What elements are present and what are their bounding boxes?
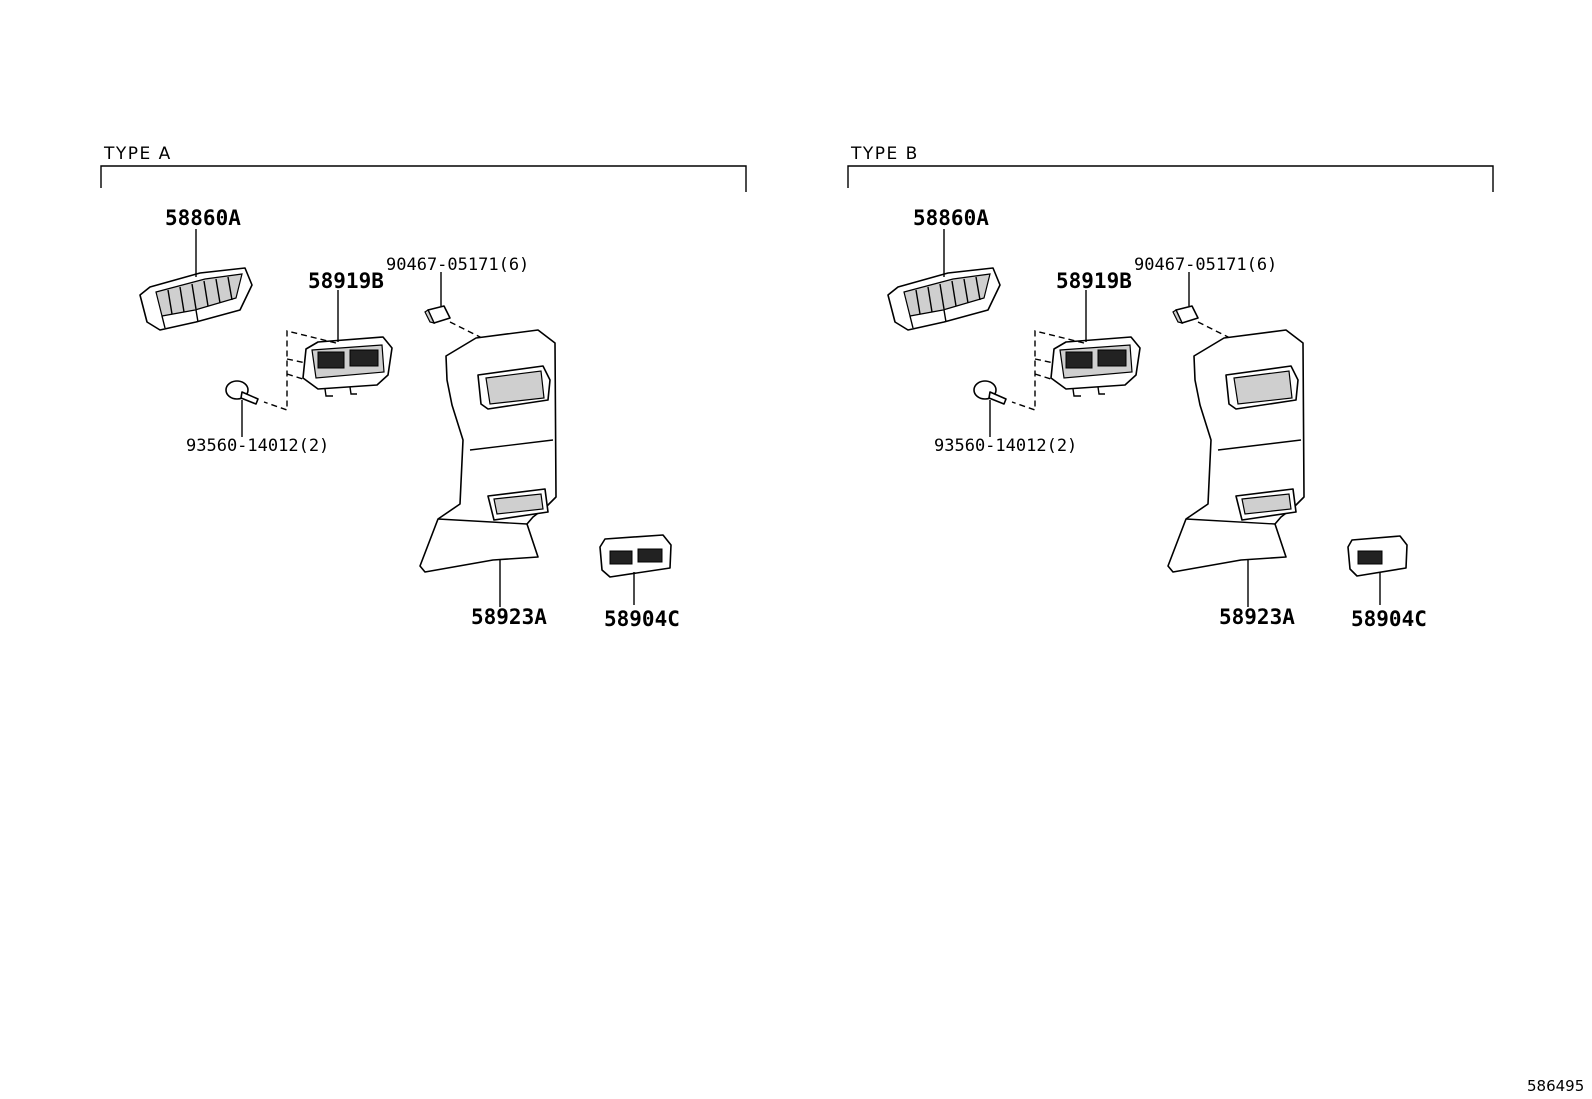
socket-part-number: 58904C bbox=[1351, 607, 1427, 631]
panel-part-number: 58923A bbox=[1219, 605, 1295, 629]
bracket-dash-lines bbox=[1011, 330, 1085, 411]
diagram-id: 586495 bbox=[1527, 1077, 1584, 1095]
type-a-bracket-line bbox=[100, 165, 747, 192]
screw-part[interactable] bbox=[973, 380, 1007, 405]
vent-part-number: 58860A bbox=[165, 206, 241, 230]
bracket-part-number: 58919B bbox=[308, 269, 384, 293]
clip-part[interactable] bbox=[1172, 305, 1199, 324]
rear-vent-part[interactable] bbox=[139, 267, 253, 331]
clip-dash-line bbox=[449, 321, 485, 340]
type-b-label: TYPE B bbox=[850, 144, 919, 164]
group-type-b: TYPE B 58860A 58919B 93560-14012(2) bbox=[847, 144, 1494, 631]
bracket-part[interactable] bbox=[302, 336, 393, 397]
bracket-part[interactable] bbox=[1050, 336, 1141, 397]
rear-vent-part[interactable] bbox=[887, 267, 1001, 331]
clip-dash-line bbox=[1197, 321, 1233, 340]
panel-part-number: 58923A bbox=[471, 605, 547, 629]
group-type-a: TYPE A 58860A 58919B 93560-14012(2) bbox=[100, 144, 747, 631]
console-panel-part[interactable] bbox=[1167, 329, 1305, 573]
bracket-part-number: 58919B bbox=[1056, 269, 1132, 293]
socket-part-number: 58904C bbox=[604, 607, 680, 631]
console-panel-part[interactable] bbox=[419, 329, 557, 573]
clip-part-number: 90467-05171(6) bbox=[1134, 255, 1277, 275]
screw-part-number: 93560-14012(2) bbox=[186, 436, 329, 456]
screw-part-number: 93560-14012(2) bbox=[934, 436, 1077, 456]
bracket-dash-lines bbox=[263, 330, 337, 411]
socket-part[interactable] bbox=[1347, 535, 1408, 577]
screw-part[interactable] bbox=[225, 380, 259, 405]
type-b-bracket-line bbox=[847, 165, 1494, 192]
clip-part[interactable] bbox=[424, 305, 451, 324]
clip-part-number: 90467-05171(6) bbox=[386, 255, 529, 275]
vent-part-number: 58860A bbox=[913, 206, 989, 230]
type-a-label: TYPE A bbox=[103, 144, 172, 164]
socket-part[interactable] bbox=[599, 534, 672, 578]
